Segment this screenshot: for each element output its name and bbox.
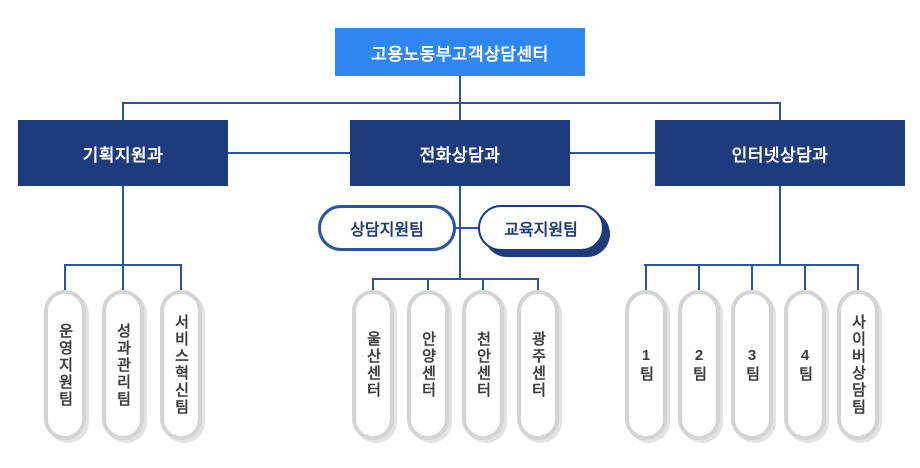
connector-drop-dept-1 (122, 102, 124, 120)
team-pill-team3: 3팀 (731, 290, 773, 440)
team-pill-label: 사이버상담팀 (849, 314, 867, 416)
team-pill-label: 3팀 (743, 347, 761, 383)
team-pill-team1: 1팀 (625, 290, 667, 440)
team-pill-label: 울산센터 (364, 331, 382, 399)
team-pill-label: 성과관리팀 (114, 322, 132, 408)
connector-dept3-team1 (645, 264, 647, 290)
connector-dept1-stem (122, 186, 124, 266)
connector-dept2-stem (459, 186, 461, 280)
connector-dept1-dept2 (228, 152, 350, 154)
connector-top-bus (122, 102, 781, 104)
support-team-counseling-support: 상담지원팀 (318, 205, 456, 251)
team-pill-operation-support: 운영지원팀 (44, 290, 86, 440)
dept-label: 기획지원과 (82, 145, 164, 165)
team-pill-label: 2팀 (690, 347, 708, 383)
connector-dept2-dept3 (570, 152, 655, 154)
support-team-label: 상담지원팀 (350, 222, 424, 239)
root-box: 고용노동부고객상담센터 (335, 28, 585, 76)
dept-box-planning-support: 기획지원과 (18, 120, 228, 186)
connector-dept3-stem (779, 186, 781, 266)
connector-dept2-team1 (372, 278, 374, 290)
team-pill-label: 운영지원팀 (56, 322, 74, 408)
team-pill-service-innovation: 서비스혁신팀 (160, 290, 202, 440)
team-pill-anyang-center: 안양센터 (407, 290, 449, 440)
team-pill-cheonan-center: 천안센터 (462, 290, 504, 440)
connector-root-drop (459, 76, 461, 104)
connector-dept2-team4 (537, 278, 539, 290)
team-pill-team2: 2팀 (678, 290, 720, 440)
connector-dept1-team3 (180, 264, 182, 290)
connector-dept3-team2 (698, 264, 700, 290)
connector-dept3-team5 (857, 264, 859, 290)
connector-dept3-team4 (804, 264, 806, 290)
dept-box-internet-counseling: 인터넷상담과 (655, 120, 905, 186)
team-pill-label: 천안센터 (474, 331, 492, 399)
dept-label: 인터넷상담과 (731, 145, 829, 165)
team-pill-performance-management: 성과관리팀 (102, 290, 144, 440)
connector-dept2-team3 (482, 278, 484, 290)
support-team-label: 교육지원팀 (504, 222, 578, 239)
team-pill-label: 안양센터 (419, 331, 437, 399)
connector-dept1-team1 (64, 264, 66, 290)
dept-box-phone-counseling: 전화상담과 (350, 120, 570, 186)
root-label: 고용노동부고객상담센터 (371, 44, 549, 64)
team-pill-gwangju-center: 광주센터 (517, 290, 559, 440)
team-pill-label: 4팀 (796, 347, 814, 383)
connector-drop-dept-2 (459, 102, 461, 120)
team-pill-team4: 4팀 (784, 290, 826, 440)
support-team-education-support: 교육지원팀 (478, 205, 604, 251)
connector-dept3-team3 (751, 264, 753, 290)
connector-dept1-team2 (122, 264, 124, 290)
team-pill-ulsan-center: 울산센터 (352, 290, 394, 440)
team-pill-label: 서비스혁신팀 (172, 314, 190, 416)
connector-dept2-team2 (427, 278, 429, 290)
team-pill-label: 1팀 (637, 347, 655, 383)
team-pill-label: 광주센터 (529, 331, 547, 399)
team-pill-cyber-counseling: 사이버상담팀 (837, 290, 879, 440)
connector-drop-dept-3 (779, 102, 781, 120)
dept-label: 전화상담과 (419, 145, 501, 165)
connector-support-teams (445, 227, 489, 229)
connector-dept2-bus (372, 278, 539, 280)
